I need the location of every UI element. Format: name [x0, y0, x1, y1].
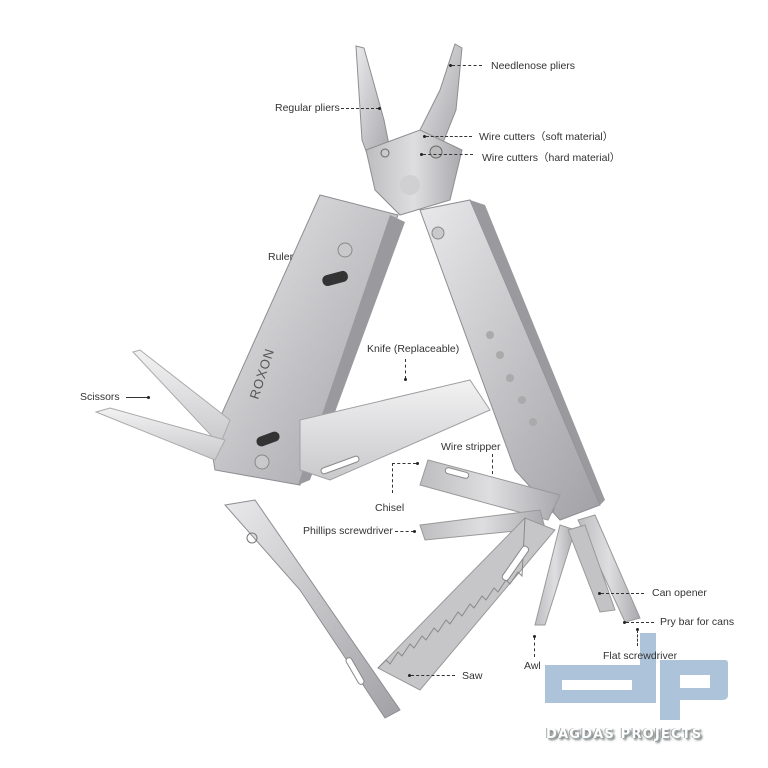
leader-line — [534, 637, 535, 657]
leader-line — [601, 593, 644, 594]
label-scissors: Scissors — [80, 391, 120, 403]
leader-line — [405, 359, 406, 379]
watermark-text: DAGDAS PROJECTS — [546, 727, 703, 742]
leader-line — [341, 108, 379, 109]
label-phillips-screwdriver: Phillips screwdriver — [303, 525, 393, 537]
label-awl: Awl — [524, 660, 541, 672]
leader-line — [452, 65, 482, 66]
leader-line — [392, 463, 416, 464]
leader-line — [626, 622, 654, 623]
leader-dot — [378, 107, 381, 110]
leader-dot — [423, 135, 426, 138]
label-pry-bar: Pry bar for cans — [660, 616, 735, 628]
leader-line — [392, 463, 393, 493]
label-wire-stripper: Wire stripper — [441, 441, 501, 453]
leader-line — [637, 630, 638, 646]
leader-line — [492, 454, 493, 474]
label-saw: Saw — [462, 670, 483, 682]
label-regular-pliers: Regular pliers — [275, 102, 340, 114]
awl-tool — [534, 524, 576, 626]
leader-line — [126, 397, 148, 398]
leader-dot — [636, 628, 639, 631]
chisel-tool — [419, 459, 561, 521]
leader-line — [423, 154, 473, 155]
knife-blade — [299, 379, 491, 481]
label-wire-cutters-hard: Wire cutters（hard material） — [482, 152, 621, 164]
leader-dot — [408, 674, 411, 677]
label-chisel: Chisel — [375, 502, 405, 514]
scissors-blades — [94, 349, 231, 461]
leader-dot — [404, 378, 407, 381]
saw-blade — [377, 517, 556, 691]
label-wire-cutters-soft: Wire cutters（soft material） — [479, 131, 614, 143]
leader-line — [411, 675, 455, 676]
leader-dot — [533, 635, 536, 638]
leader-dot — [147, 396, 150, 399]
pliers-jaws — [355, 43, 463, 216]
leader-dot — [598, 592, 601, 595]
leader-dot — [413, 530, 416, 533]
label-needlenose-pliers: Needlenose pliers — [491, 60, 576, 72]
leader-line — [395, 531, 414, 532]
right-handle — [419, 199, 605, 521]
can-opener-tool — [567, 514, 641, 623]
label-knife: Knife (Replaceable) — [367, 343, 460, 355]
leader-dot — [420, 153, 423, 156]
leader-dot — [449, 64, 452, 67]
label-flat-screwdriver: Flat screwdriver — [603, 650, 678, 662]
label-ruler: Ruler — [268, 251, 294, 263]
leader-dot — [623, 621, 626, 624]
leader-dot — [416, 462, 419, 465]
scissors-handle — [224, 499, 401, 719]
label-can-opener: Can opener — [652, 587, 707, 599]
watermark-logo — [545, 633, 728, 720]
leader-line — [426, 136, 472, 137]
